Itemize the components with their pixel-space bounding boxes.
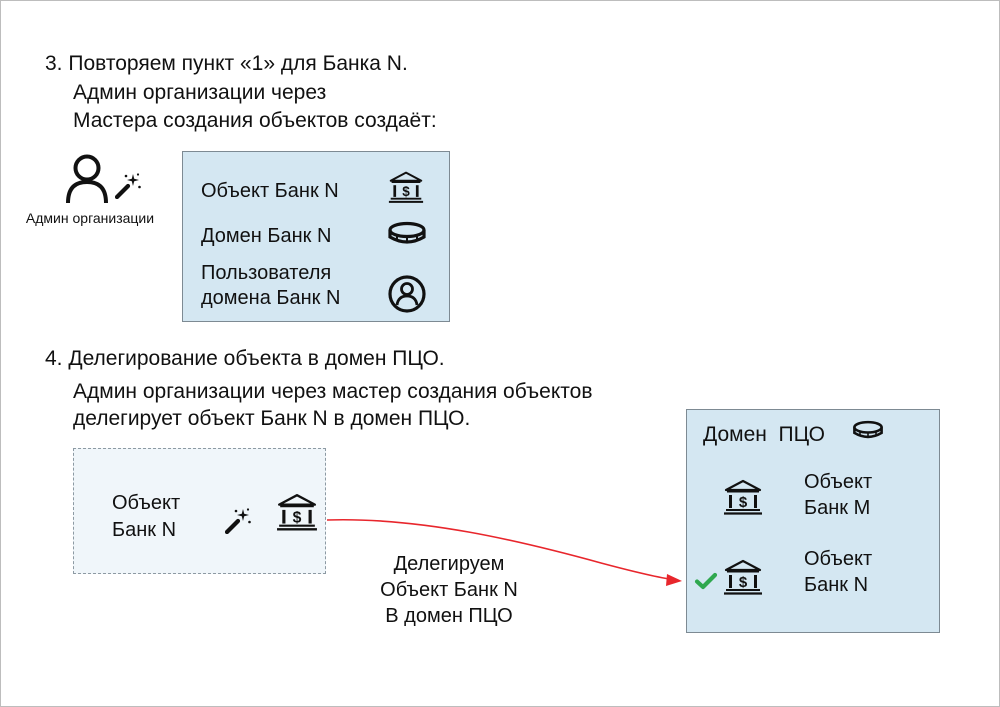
arrow-label-line1: Делегируем [393, 553, 505, 575]
checkmark-icon [694, 572, 718, 590]
arrow-label-line3: В домен ПЦО [385, 605, 513, 627]
step3-text-line2: Мастера создания объектов создаёт: [73, 109, 437, 132]
target-item-bank-n-line1: Объект [804, 548, 873, 570]
source-object-line2: Банк N [112, 519, 177, 541]
created-users-line1: Пользователя [201, 262, 332, 284]
target-item-bank-m-line1: Объект [804, 471, 873, 493]
step4-heading: 4. Делегирование объекта в домен ПЦО. [45, 347, 445, 370]
user-circle-icon [388, 275, 426, 313]
target-item-bank-n-line2: Банк N [804, 574, 869, 596]
arrow-label-line2: Объект Банк N [380, 579, 518, 601]
step4-text-line1: Админ организации через мастер создания … [73, 380, 593, 403]
user-icon [66, 154, 108, 204]
created-users-line2: домена Банк N [201, 287, 341, 309]
step3-heading: 3. Повторяем пункт «1» для Банка N. [45, 52, 408, 75]
step4-text-line2: делегирует объект Банк N в домен ПЦО. [73, 407, 471, 430]
target-item-bank-m-line2: Банк M [804, 497, 871, 519]
source-object-line1: Объект [112, 492, 181, 514]
step3-text-line1: Админ организации через [73, 81, 327, 104]
created-domain-bank-n: Домен Банк N [201, 225, 332, 247]
target-domain-panel [686, 409, 940, 633]
created-object-bank-n: Объект Банк N [201, 180, 339, 202]
admin-label: Админ организации [25, 210, 155, 226]
target-domain-title: Домен ПЦО [703, 423, 826, 446]
